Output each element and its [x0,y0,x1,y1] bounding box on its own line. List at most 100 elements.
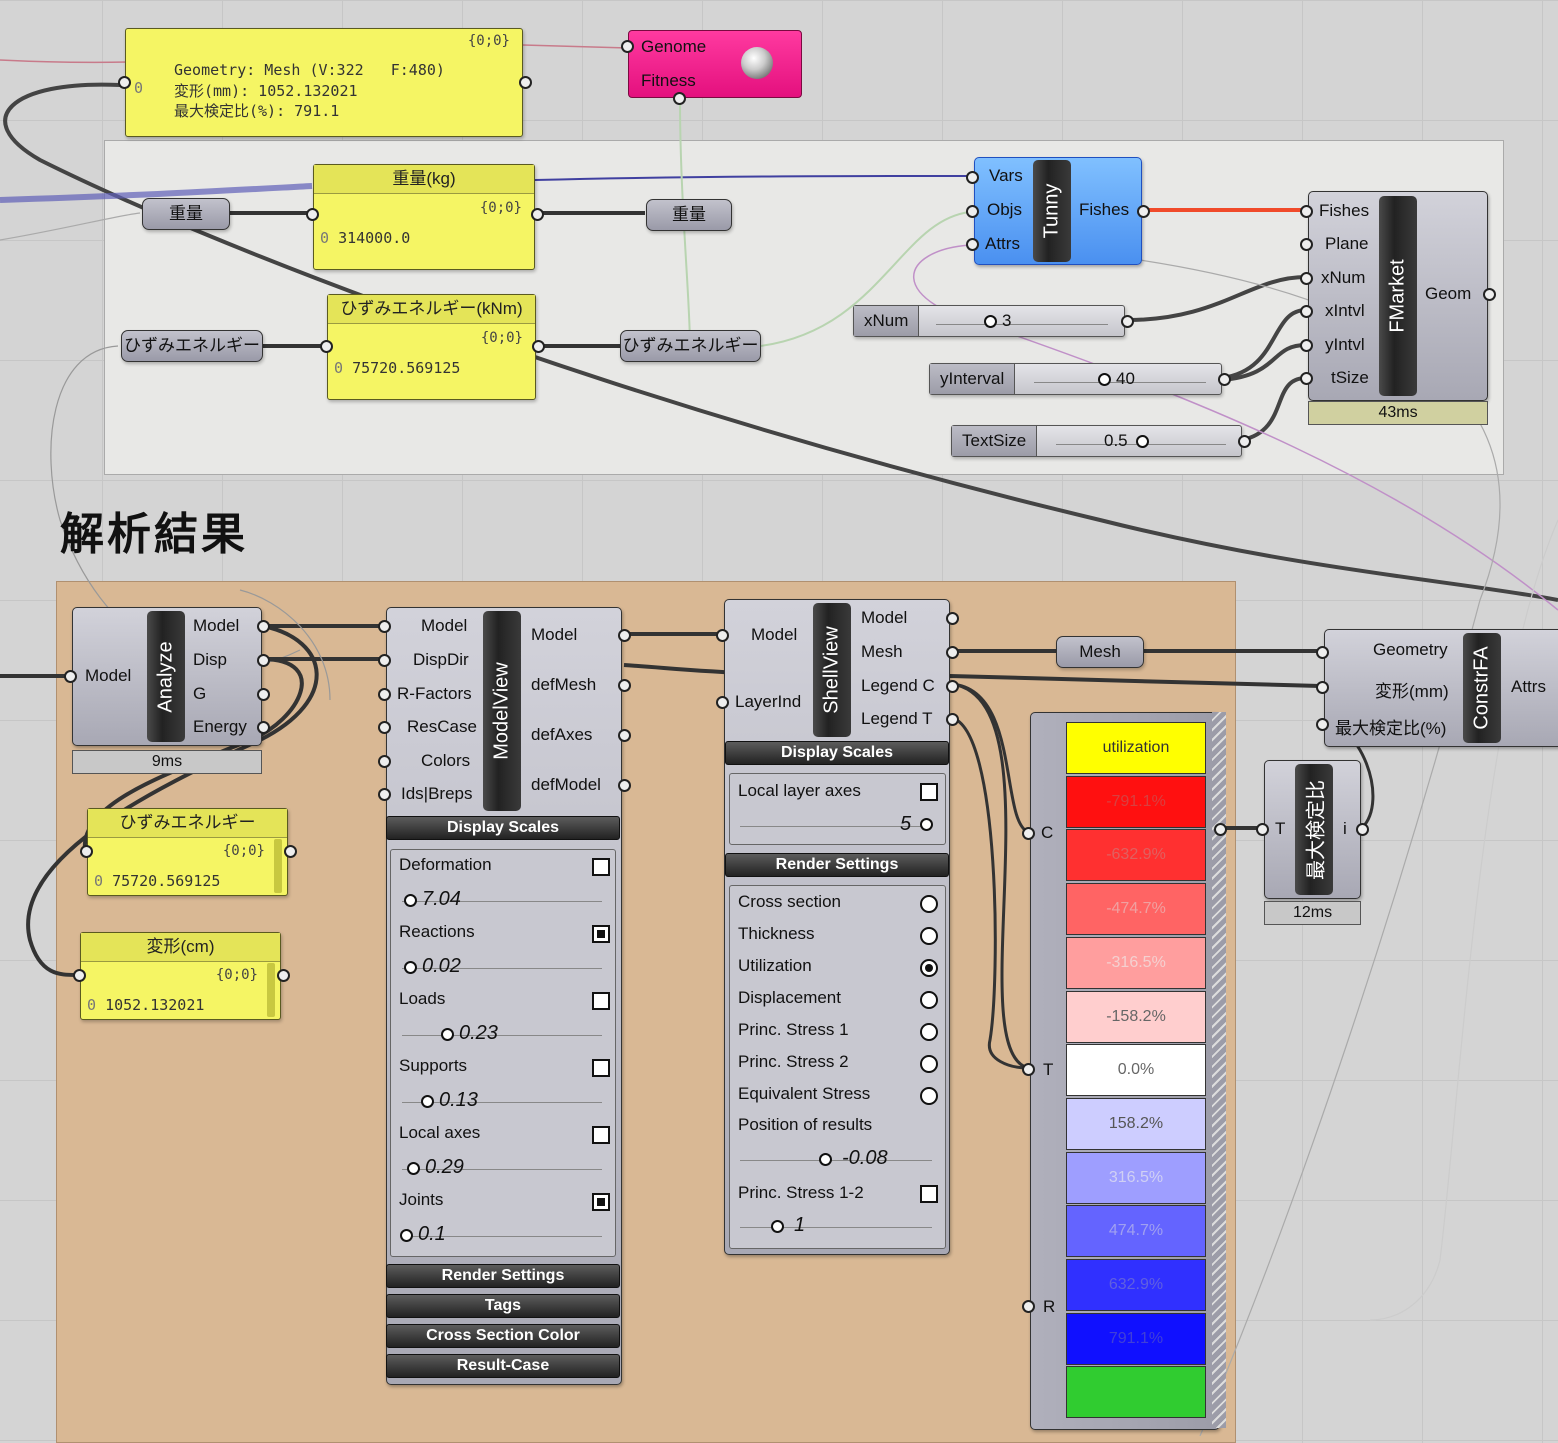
disp-panel-scroll[interactable] [267,963,275,1017]
legend-grip-r[interactable] [1022,1300,1035,1313]
setting-slider-knob-1[interactable] [404,961,417,974]
modelview-grip-out-defmodel[interactable] [618,779,631,792]
setting-slider-knob-4[interactable] [407,1162,420,1175]
tunny-grip-fishes[interactable] [1137,205,1150,218]
fmarket-component[interactable]: Fishes Plane xNum xIntvl yIntvl tSize FM… [1308,191,1488,401]
render-option-radio-1[interactable] [920,927,938,945]
modelview-grip-model[interactable] [378,620,391,633]
princ-slider-knob[interactable] [771,1220,784,1233]
modelview-grip-idsbreps[interactable] [378,788,391,801]
modelview-grip-colors[interactable] [378,755,391,768]
modelview-grip-dispdir[interactable] [378,654,391,667]
yinterval-slider-grip[interactable] [1218,373,1231,386]
fmarket-grip-plane[interactable] [1300,238,1313,251]
fmarket-grip-yintvl[interactable] [1300,339,1313,352]
render-option-radio-6[interactable] [920,1087,938,1105]
xnum-slider[interactable]: xNum 3 [853,305,1125,337]
weight-relay-left[interactable]: 重量 [142,198,230,230]
xnum-slider-knob[interactable] [984,315,997,328]
modelview-display-scales-bar[interactable]: Display Scales [386,816,620,840]
panel-output-grip[interactable] [519,76,532,89]
constrfa-grip-disp[interactable] [1316,681,1329,694]
fmarket-grip-xnum[interactable] [1300,272,1313,285]
result-case-bar[interactable]: Result-Case [386,1354,620,1378]
constrfa-grip-geometry[interactable] [1316,646,1329,659]
result-panel[interactable]: {0;0} 0 Geometry: Mesh (V:322 F:480) 変形(… [125,28,523,137]
weight-panel[interactable]: 重量(kg) {0;0} 0 314000.0 [313,164,535,270]
genome-grip[interactable] [621,40,634,53]
setting-slider-knob-3[interactable] [421,1095,434,1108]
cross-section-color-bar[interactable]: Cross Section Color [386,1324,620,1348]
xnum-slider-grip[interactable] [1121,315,1134,328]
shellview-grip-out-mesh[interactable] [946,646,959,659]
position-slider-knob[interactable] [819,1153,832,1166]
strain-panel-out[interactable] [532,340,545,353]
shellview-display-scales-bar[interactable]: Display Scales [725,741,949,765]
analyze-grip-in[interactable] [64,670,77,683]
render-option-radio-4[interactable] [920,1023,938,1041]
setting-checkbox-3[interactable] [592,1059,610,1077]
yinterval-slider-knob[interactable] [1098,373,1111,386]
render-option-radio-5[interactable] [920,1055,938,1073]
textsize-slider-knob[interactable] [1136,435,1149,448]
tunny-grip-vars[interactable] [966,171,979,184]
local-layer-axes-checkbox[interactable] [920,783,938,801]
legend-grip-out[interactable] [1214,823,1227,836]
legend-grip-t[interactable] [1022,1063,1035,1076]
strain-relay-right[interactable]: ひずみエネルギー [620,330,761,362]
fmarket-grip-xintvl[interactable] [1300,305,1313,318]
shellview-render-settings-bar[interactable]: Render Settings [725,853,949,877]
fmarket-grip-tsize[interactable] [1300,372,1313,385]
tunny-grip-objs[interactable] [966,205,979,218]
setting-checkbox-2[interactable] [592,992,610,1010]
strain-panel-2-in[interactable] [80,845,93,858]
shellview-grip-out-legendc[interactable] [946,680,959,693]
setting-checkbox-4[interactable] [592,1126,610,1144]
render-option-radio-3[interactable] [920,991,938,1009]
tunny-grip-attrs[interactable] [966,238,979,251]
shellview-grip-out-legendt[interactable] [946,713,959,726]
modelview-grip-rfactors[interactable] [378,688,391,701]
strain-panel-in[interactable] [320,340,333,353]
textsize-slider[interactable]: TextSize 0.5 [951,425,1242,457]
fmarket-grip-geom[interactable] [1483,288,1496,301]
yinterval-slider[interactable]: yInterval 40 [929,363,1222,395]
shellview-grip-layerind[interactable] [716,696,729,709]
strain-panel-2[interactable]: ひずみエネルギー {0;0} 0 75720.569125 [87,808,288,896]
weight-panel-out[interactable] [531,208,544,221]
panel-input-grip[interactable] [118,76,131,89]
textsize-slider-grip[interactable] [1238,435,1251,448]
disp-panel-in[interactable] [73,969,86,982]
maxratio-grip-out[interactable] [1356,823,1369,836]
analyze-component[interactable]: Model Analyze Model Disp G Energy [72,607,262,746]
render-option-radio-2[interactable] [920,959,938,977]
princ-stress-12-checkbox[interactable] [920,1185,938,1203]
shellview-grip-model[interactable] [716,629,729,642]
tunny-component[interactable]: Vars Objs Attrs Tunny Fishes [974,157,1142,265]
weight-relay-right[interactable]: 重量 [646,199,732,231]
setting-checkbox-5[interactable] [592,1193,610,1211]
fmarket-grip-fishes[interactable] [1300,205,1313,218]
strain-panel-2-out[interactable] [284,845,297,858]
setting-slider-knob-2[interactable] [441,1028,454,1041]
fitness-grip[interactable] [673,92,686,105]
modelview-grip-out-defaxes[interactable] [618,729,631,742]
modelview-grip-out-model[interactable] [618,629,631,642]
modelview-grip-rescase[interactable] [378,721,391,734]
shellview-grip-out-model[interactable] [946,612,959,625]
setting-checkbox-0[interactable] [592,858,610,876]
strain-panel-2-scroll[interactable] [274,839,282,893]
weight-panel-in[interactable] [306,208,319,221]
setting-checkbox-1[interactable] [592,925,610,943]
constrfa-grip-ratio[interactable] [1316,718,1329,731]
mesh-relay[interactable]: Mesh [1056,636,1144,668]
analyze-grip-disp[interactable] [257,654,270,667]
genome-component[interactable]: Genome Fitness [628,30,802,98]
strain-relay-left[interactable]: ひずみエネルギー [121,330,263,362]
render-option-radio-0[interactable] [920,895,938,913]
maxratio-grip-in[interactable] [1256,823,1269,836]
legend-grip-c[interactable] [1022,827,1035,840]
maxratio-component[interactable]: T 最大検定比 i [1264,760,1361,899]
disp-panel-out[interactable] [277,969,290,982]
setting-slider-knob-5[interactable] [400,1229,413,1242]
